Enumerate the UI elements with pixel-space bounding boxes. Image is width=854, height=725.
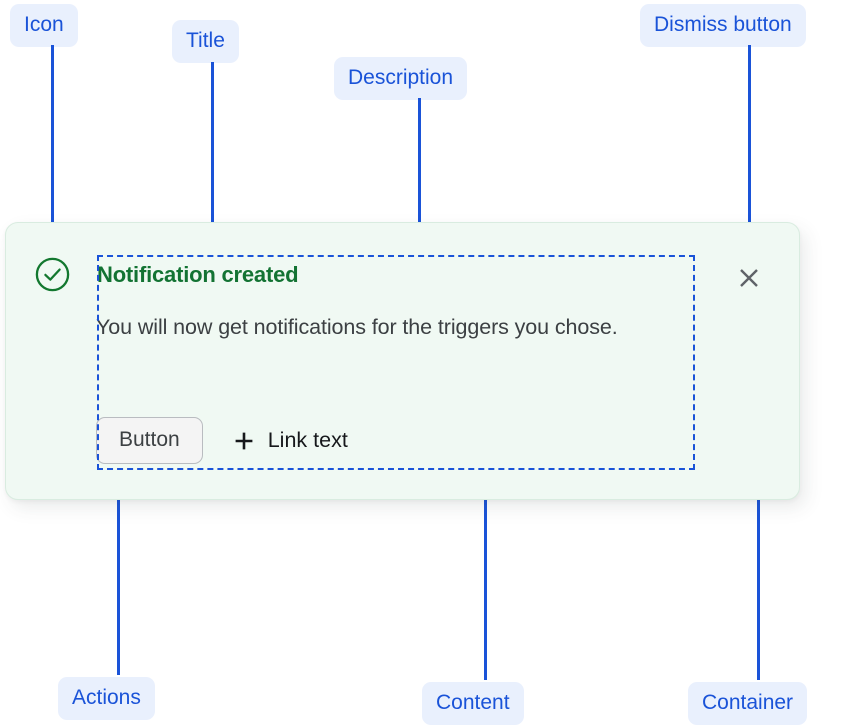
annotation-label-icon: Icon	[10, 4, 78, 47]
link-action-label: Link text	[267, 428, 348, 452]
connector-line-dismiss	[748, 45, 751, 253]
connector-line-actions	[117, 470, 120, 675]
annotation-label-container: Container	[688, 682, 808, 725]
close-icon[interactable]	[733, 262, 765, 294]
notification-actions: Button Link text	[96, 417, 348, 464]
annotation-label-description: Description	[334, 57, 468, 100]
check-circle-icon	[35, 257, 70, 292]
content-region-outline	[97, 255, 695, 470]
annotation-label-dismiss-button: Dismiss button	[640, 4, 806, 47]
annotation-label-content: Content	[422, 682, 524, 725]
annotation-label-title: Title	[172, 20, 239, 63]
connector-line-icon	[51, 45, 54, 251]
connector-line-title	[211, 62, 214, 265]
plus-icon	[233, 430, 255, 452]
annotation-label-actions: Actions	[58, 677, 155, 720]
link-action[interactable]: Link text	[233, 428, 348, 453]
primary-action-button[interactable]: Button	[96, 417, 203, 464]
notification-description: You will now get notifications for the t…	[96, 315, 618, 339]
connector-line-content	[484, 473, 487, 680]
connector-line-description	[418, 98, 421, 303]
connector-line-container	[757, 473, 760, 680]
notification-title: Notification created	[97, 262, 299, 287]
